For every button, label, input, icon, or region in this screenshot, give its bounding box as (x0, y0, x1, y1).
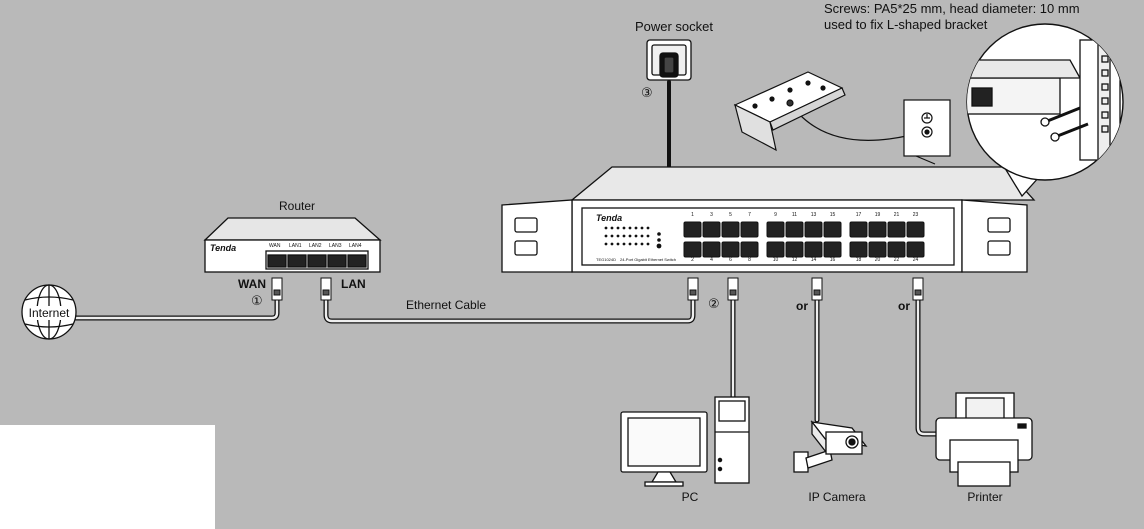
pc-icon (620, 396, 750, 487)
rj45-plugs (271, 277, 924, 301)
switch-port-3 (702, 221, 721, 238)
switch-port-number-16: 16 (829, 257, 836, 263)
power-socket-label: Power socket (634, 19, 714, 34)
switch-port-number-18: 18 (855, 257, 862, 263)
router-port-label-lan2: LAN2 (309, 243, 322, 249)
switch-port-7 (740, 221, 759, 238)
switch-model-label: TEG1024D (596, 257, 617, 262)
printer-label: Printer (967, 490, 1003, 504)
switch-port-12 (785, 241, 804, 258)
switch-port-11 (785, 221, 804, 238)
switch-port-number-21: 21 (893, 212, 900, 218)
ethernet-cable (323, 297, 696, 324)
switch-port-16 (823, 241, 842, 258)
ip-camera-label: IP Camera (808, 490, 866, 504)
printer-icon (935, 392, 1033, 487)
switch-port-20 (868, 241, 887, 258)
switch-port-number-8: 8 (748, 257, 751, 263)
power-socket-icon (646, 39, 692, 81)
switch-port-21 (887, 221, 906, 238)
switch-port-1 (683, 221, 702, 238)
switch-port-number-17: 17 (855, 212, 862, 218)
switch-port-2 (683, 241, 702, 258)
switch-port-17 (849, 221, 868, 238)
router-port-label-lan4: LAN4 (349, 243, 362, 249)
switch-port-18 (849, 241, 868, 258)
switch-port-number-24: 24 (912, 257, 919, 263)
router-port-label-lan1: LAN1 (289, 243, 302, 249)
switch-port-24 (906, 241, 925, 258)
rack-mount-detail (966, 23, 1124, 198)
switch-port-number-13: 13 (810, 212, 817, 218)
wan-cable (73, 297, 280, 321)
switch-port-number-19: 19 (874, 212, 881, 218)
switch-port-19 (868, 221, 887, 238)
router-label: Router (278, 199, 316, 213)
printer-cable (915, 297, 941, 437)
switch-port-number-12: 12 (791, 257, 798, 263)
switch-port-number-5: 5 (729, 212, 732, 218)
switch-port-number-23: 23 (912, 212, 919, 218)
l-bracket-icon (733, 71, 846, 152)
router-port-label-wan: WAN (269, 243, 281, 249)
switch-port-number-1: 1 (691, 212, 694, 218)
switch-port-number-11: 11 (791, 212, 798, 218)
screws-note-line-2: used to fix L-shaped bracket (824, 17, 988, 32)
switch-brand-logo: Tenda (596, 213, 623, 223)
step-one-marker: ① (251, 293, 263, 308)
switch-port-4 (702, 241, 721, 258)
ip-camera-icon (793, 420, 868, 473)
switch-port-14 (804, 241, 823, 258)
lan-label: LAN (341, 277, 366, 291)
switch-port-6 (721, 241, 740, 258)
screws-note: Screws: PA5*25 mm, head diameter: 10 mm … (824, 1, 1080, 33)
switch-port-number-6: 6 (729, 257, 732, 263)
switch-port-number-4: 4 (710, 257, 713, 263)
router-device (203, 217, 382, 273)
switch-port-number-7: 7 (748, 212, 751, 218)
ethernet-cable-label: Ethernet Cable (406, 298, 487, 312)
switch-port-number-3: 3 (710, 212, 713, 218)
switch-port-9 (766, 221, 785, 238)
switch-port-15 (823, 221, 842, 238)
ground-terminal-icon (903, 99, 951, 165)
step-three-marker: ③ (641, 85, 653, 100)
internet-label: Internet (28, 306, 70, 320)
switch-port-number-2: 2 (691, 257, 694, 263)
switch-port-number-20: 20 (874, 257, 881, 263)
switch-port-number-14: 14 (810, 257, 817, 263)
switch-port-number-9: 9 (774, 212, 777, 218)
switch-port-22 (887, 241, 906, 258)
switch-port-number-10: 10 (772, 257, 779, 263)
screws-note-line-1: Screws: PA5*25 mm, head diameter: 10 mm (824, 1, 1080, 16)
switch-port-number-22: 22 (893, 257, 900, 263)
blank-area (0, 425, 215, 529)
switch-port-8 (740, 241, 759, 258)
switch-port-10 (766, 241, 785, 258)
or-label-camera: or (796, 299, 808, 313)
step-two-marker: ② (708, 296, 720, 311)
router-port-label-lan3: LAN3 (329, 243, 342, 249)
switch-ports (683, 221, 925, 258)
wan-label: WAN (238, 277, 266, 291)
or-label-printer: or (898, 299, 910, 313)
pc-label: PC (681, 490, 699, 504)
switch-port-13 (804, 221, 823, 238)
switch-port-23 (906, 221, 925, 238)
router-brand-logo: Tenda (210, 243, 237, 253)
switch-description-label: 24-Port Gigabit Ethernet Switch (620, 257, 677, 262)
switch-port-number-15: 15 (829, 212, 836, 218)
switch-port-5 (721, 221, 740, 238)
